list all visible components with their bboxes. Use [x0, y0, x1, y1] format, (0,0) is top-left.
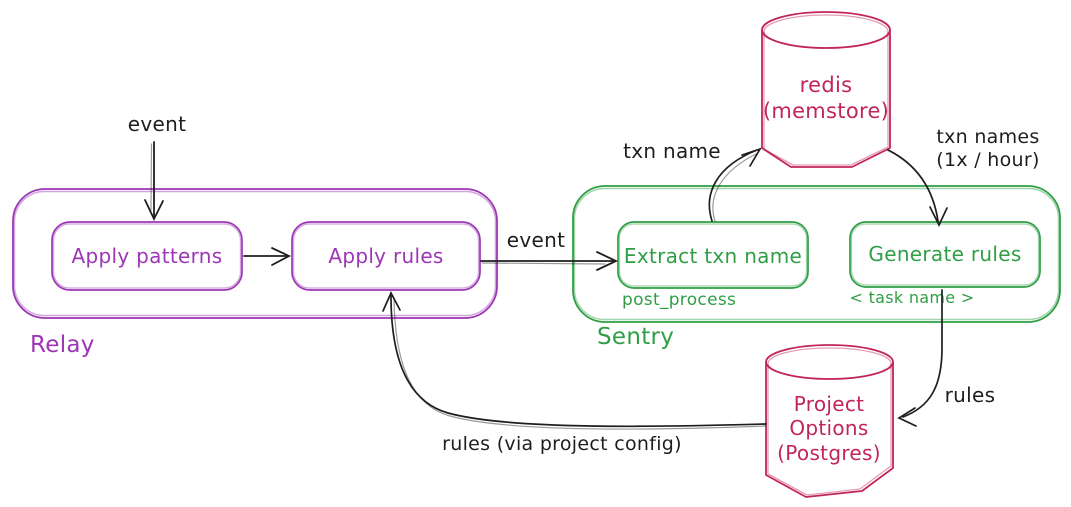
project-options-label-line1: Project [794, 392, 865, 416]
relay-group-box [12, 188, 498, 319]
extract-txn-name-node: Extract txn name post_process [617, 221, 809, 310]
edge-label-txn-name: txn name [623, 139, 721, 163]
redis-datastore: redis (memstore) [761, 11, 891, 168]
arrowhead-down-icon [929, 206, 948, 227]
apply-rules-box [291, 221, 481, 291]
apply-rules-label: Apply rules [328, 244, 443, 268]
sentry-group-label: Sentry [597, 324, 674, 350]
apply-patterns-box-sketch [52, 223, 242, 289]
apply-rules-node: Apply rules [291, 221, 481, 291]
apply-rules-box-sketch [292, 223, 480, 289]
edge-line [390, 295, 767, 428]
edge-label-txn-names-line2: (1x / hour) [936, 149, 1039, 171]
generate-rules-node: Generate rules < task name > [849, 221, 1041, 307]
redis-label-line1: redis [800, 73, 853, 97]
edge-line [902, 289, 943, 418]
extract-txn-name-label: Extract txn name [624, 244, 802, 268]
generate-rules-sublabel: < task name > [849, 288, 974, 307]
arrowhead-up-icon [382, 291, 401, 312]
edge-label-rules-via-project-config: rules (via project config) [442, 433, 682, 455]
project-options-datastore: Project Options (Postgres) [765, 344, 894, 498]
edge-redis-to-generate [887, 149, 948, 227]
relay-group-box-sketch [13, 190, 497, 317]
edge-apply-rules-to-extract [480, 251, 619, 271]
extract-txn-name-box-sketch [618, 223, 808, 287]
project-options-cylinder-body-sketch [767, 364, 892, 496]
edge-apply-patterns-to-apply-rules [243, 247, 292, 266]
edge-line [708, 149, 758, 222]
apply-patterns-label: Apply patterns [72, 244, 223, 268]
sentry-group-box [572, 185, 1061, 323]
edge-line-sketch [393, 299, 767, 430]
edge-event-to-apply-patterns [144, 141, 164, 222]
generate-rules-box-sketch [850, 223, 1040, 286]
project-options-label-line3: (Postgres) [777, 441, 881, 465]
sentry-container: Sentry Extract txn name post_process Gen… [572, 185, 1061, 350]
arrowhead-right-icon [596, 251, 619, 271]
relay-container: Relay Apply patterns Apply rules [12, 188, 498, 358]
project-options-label-line2: Options [789, 416, 868, 440]
edge-label-event-mid: event [507, 228, 565, 252]
redis-cylinder-body [761, 30, 891, 168]
apply-patterns-node: Apply patterns [51, 221, 243, 291]
extract-txn-name-box [617, 221, 809, 289]
project-options-cylinder-body [765, 362, 894, 498]
apply-patterns-box [51, 221, 243, 291]
edge-line [887, 149, 939, 222]
edge-label-event-top: event [128, 112, 186, 136]
edge-label-rules: rules [945, 383, 996, 407]
relay-group-label: Relay [30, 332, 95, 358]
arrowhead-down-icon [144, 199, 164, 222]
edge-line-sketch [150, 143, 153, 211]
arrowhead-up-right-icon [741, 147, 762, 167]
edge-line-sketch [712, 153, 757, 222]
redis-label-line2: (memstore) [763, 99, 889, 123]
redis-cylinder-body-sketch [763, 32, 889, 166]
edge-line-sketch [481, 262, 606, 265]
redis-cylinder-top [761, 11, 891, 49]
edge-extract-to-redis [708, 147, 762, 222]
edge-generate-to-project-options [897, 289, 943, 427]
redis-cylinder-top-sketch [763, 14, 889, 49]
generate-rules-box [849, 221, 1041, 288]
edge-project-options-to-apply-rules [382, 291, 767, 430]
extract-txn-name-sublabel: post_process [622, 290, 736, 310]
edge-label-txn-names-line1: txn names [936, 126, 1039, 148]
project-options-cylinder-top-sketch [767, 347, 892, 380]
arrowhead-left-icon [897, 407, 917, 427]
project-options-cylinder-top [765, 344, 894, 380]
sentry-group-box-sketch [573, 187, 1060, 321]
arrowhead-right-icon [271, 247, 292, 266]
generate-rules-label: Generate rules [868, 242, 1021, 266]
